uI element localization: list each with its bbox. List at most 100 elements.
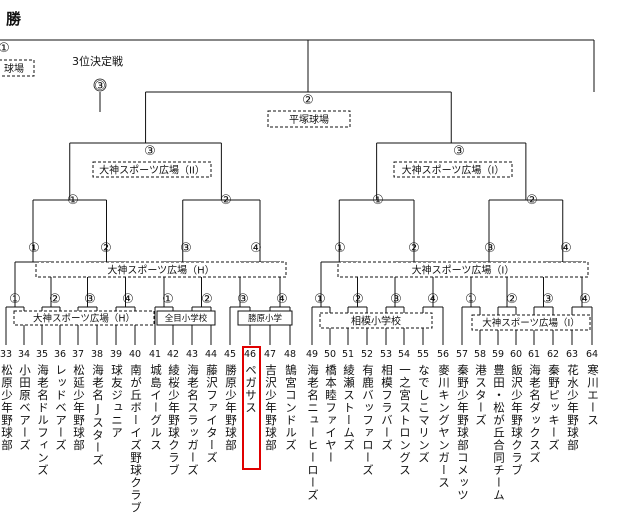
venue-sagamihara-label: 相模小学校 <box>351 314 401 327</box>
venue-zenme-box <box>156 310 216 326</box>
round2-marker: ③ <box>484 241 496 256</box>
team-name: 寒川エース <box>586 363 600 426</box>
venue-boxes <box>0 59 591 331</box>
round1-marker: ② <box>49 292 61 307</box>
team-number: 35 <box>36 349 48 360</box>
team-name: 花水少年野球部 <box>566 364 580 452</box>
venue-oogami-ii-box <box>92 161 212 178</box>
team-name: 秦野少年野球部コメッツ <box>456 363 470 501</box>
round1-marker: ④ <box>122 292 134 307</box>
team-number: 41 <box>149 349 161 360</box>
team-number: 60 <box>510 349 522 360</box>
round1-marker: ② <box>506 292 518 307</box>
team-name: なでしこマリンズ <box>417 364 431 464</box>
round1-marker: ① <box>314 292 326 307</box>
team-number: 46 <box>244 349 256 360</box>
venue-oogami-i3-label: 大神スポーツ広場（I） <box>482 317 580 329</box>
round1-marker: ④ <box>579 292 591 307</box>
team-name: 海老名スラッガーズ <box>186 363 200 476</box>
round1-marker: ④ <box>427 292 439 307</box>
venue-hiratsuka-box <box>267 110 351 128</box>
team-number: 40 <box>129 349 141 360</box>
round2-marker: ④ <box>560 241 572 256</box>
round4-marker: ③ <box>144 144 156 159</box>
venue-oogami-i3-box <box>471 314 591 331</box>
team-name: レッドベアーズ <box>54 364 68 452</box>
team-name: 海老名ドルフィンズ <box>36 363 50 476</box>
venue-oogami-h-box <box>35 261 287 278</box>
team-number: 48 <box>284 349 296 360</box>
team-name: 豊田・松が丘合同チーム <box>492 364 506 502</box>
venue-final-left-box <box>0 59 35 77</box>
team-name: 飯沢少年野球クラブ <box>510 363 524 476</box>
round2-marker: ① <box>28 241 40 256</box>
round1-marker: ① <box>162 292 174 307</box>
team-name: 有鹿バッファローズ <box>361 363 375 476</box>
team-name: 港スターズ <box>474 364 488 427</box>
semifinal-marker: ② <box>302 93 314 108</box>
team-name: 橋本睦ファイヤー <box>324 363 338 464</box>
team-name: 秦野ピッキーズ <box>547 363 561 451</box>
team-number: 53 <box>380 349 392 360</box>
venue-oogami-i2-label: 大神スポーツ広場（I） <box>412 263 515 276</box>
team-name: 鵠宮コンドルズ <box>284 363 298 451</box>
team-name: 藤沢ファイターズ <box>205 364 219 464</box>
team-number: 39 <box>110 349 122 360</box>
team-number: 51 <box>342 349 354 360</box>
round2-marker: ④ <box>250 241 262 256</box>
team-name: 海老名Jスターズ <box>91 363 105 466</box>
team-number: 42 <box>167 349 179 360</box>
team-number: 61 <box>528 349 540 360</box>
round2-marker: ② <box>408 241 420 256</box>
team-number: 57 <box>456 349 468 360</box>
team-number: 58 <box>474 349 486 360</box>
team-number: 36 <box>54 349 66 360</box>
team-name: 球友ジュニア <box>110 363 124 439</box>
team-name: 相模フラバーズ <box>380 364 394 452</box>
team-name: 松原少年野球部 <box>0 363 14 451</box>
round1-marker: ③ <box>390 292 402 307</box>
round3-marker: ② <box>526 193 538 208</box>
team-number: 64 <box>586 349 598 360</box>
venue-final-left-label: 球場 <box>4 62 24 75</box>
round1-marker: ③ <box>542 292 554 307</box>
team-name: 南が丘ボーイズ野球クラブ <box>129 363 143 514</box>
team-number: 43 <box>186 349 198 360</box>
team-number: 44 <box>205 349 217 360</box>
team-number: 38 <box>91 349 103 360</box>
team-number: 56 <box>437 349 449 360</box>
team-name: 城島イーグルス <box>149 364 163 452</box>
venue-oogami-i-label: 大神スポーツ広場（I） <box>402 163 505 176</box>
team-number: 54 <box>398 349 410 360</box>
team-number: 34 <box>18 349 30 360</box>
third-place-marker: ③ <box>94 79 106 94</box>
round1-marker: ④ <box>276 292 288 307</box>
team-name: 綾桜少年野球クラブ <box>167 364 181 477</box>
team-name: 海老名ニューヒーローズ <box>306 363 320 501</box>
venue-hiratsuka-label: 平塚球場 <box>289 113 329 126</box>
round2-marker: ③ <box>180 241 192 256</box>
venue-oogami-h2-box <box>13 310 155 326</box>
page-title-fragment: 勝 <box>6 10 22 28</box>
team-name: ペガサス <box>244 364 258 414</box>
round3-marker: ① <box>67 193 79 208</box>
final-marker: ① <box>0 41 10 56</box>
team-name: 松延少年野球部 <box>72 363 86 451</box>
highlight-team-46 <box>242 346 261 470</box>
third-place-marker-ring <box>93 78 107 92</box>
venue-sagamihara-box <box>319 312 433 329</box>
team-name: 一之宮ストロングス <box>398 364 412 477</box>
third-place-title: 3位決定戦 <box>72 54 123 68</box>
venue-oogami-h-label: 大神スポーツ広場（H） <box>107 263 214 276</box>
round1-marker: ② <box>201 292 213 307</box>
team-name: 勝原少年野球部 <box>224 363 238 451</box>
round1-marker: ① <box>465 292 477 307</box>
team-name: 小田原ベアーズ <box>18 364 32 452</box>
round4-marker: ③ <box>453 144 465 159</box>
round2-marker: ② <box>100 241 112 256</box>
round2-marker: ① <box>334 241 346 256</box>
team-number: 49 <box>306 349 318 360</box>
team-number: 59 <box>492 349 504 360</box>
round1-marker: ③ <box>237 292 249 307</box>
